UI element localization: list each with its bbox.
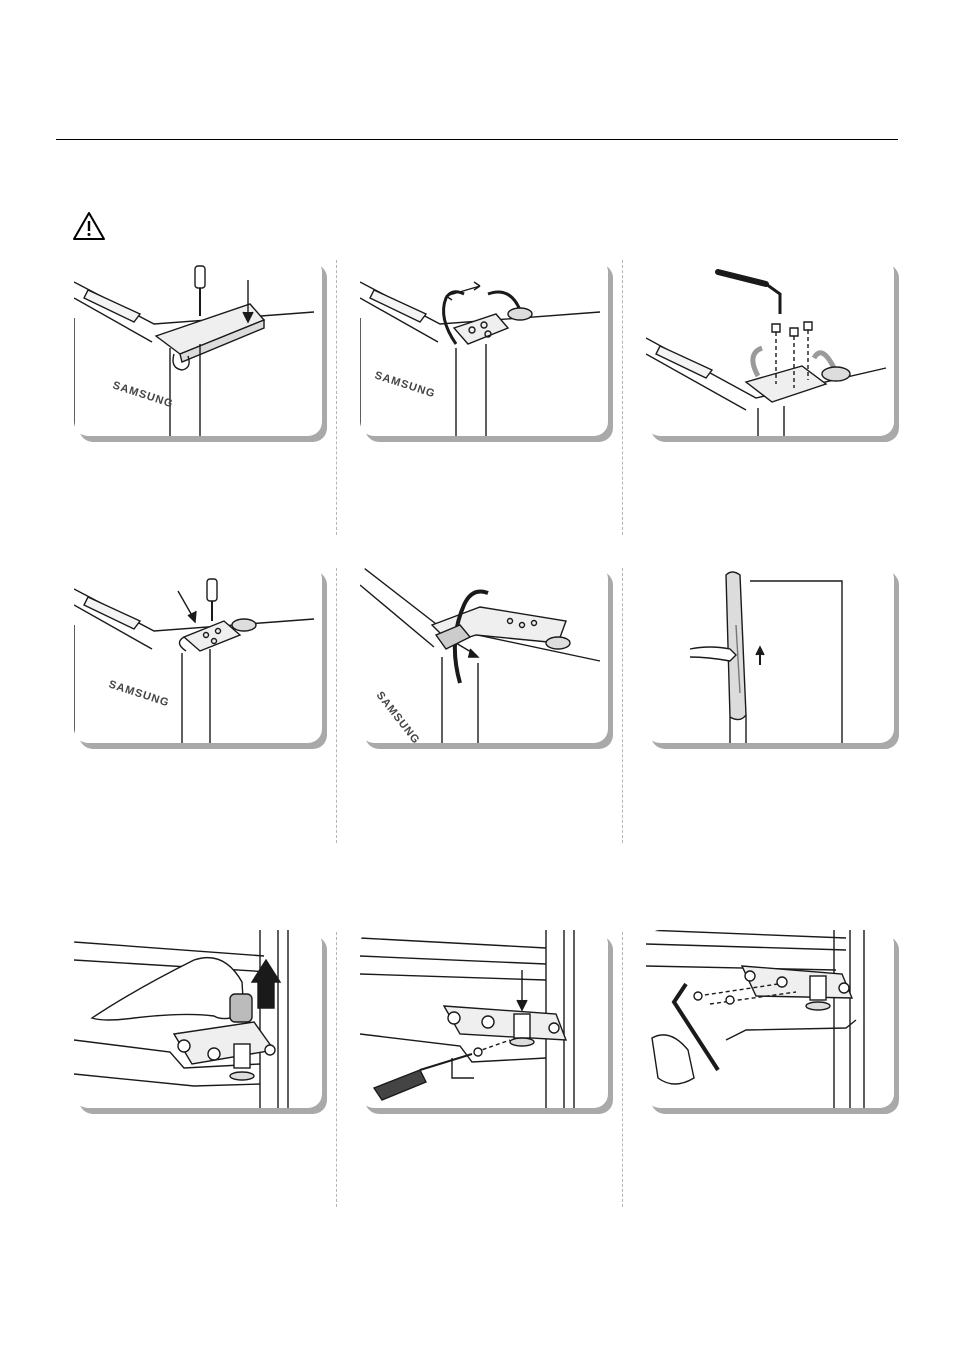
column-separator (336, 260, 337, 535)
column-separator (336, 568, 337, 843)
brand-label: SAMSUNG (111, 379, 175, 410)
step-5-lift-upper-hinge: SAMSUNG (360, 565, 608, 743)
step-6-lift-door-off (646, 565, 894, 743)
column-separator (336, 932, 337, 1207)
brand-label: SAMSUNG (107, 678, 171, 709)
brand-label: SAMSUNG (374, 689, 422, 743)
brand-label: SAMSUNG (373, 369, 437, 400)
step-1-remove-hinge-cover: SAMSUNG (74, 258, 322, 436)
header-rule (56, 139, 898, 140)
warning-triangle-icon (72, 211, 106, 241)
column-separator (622, 568, 623, 843)
column-separator (622, 260, 623, 535)
step-4-remove-ground-screw: SAMSUNG (74, 565, 322, 743)
step-7-remove-hinge-pin-cap (74, 930, 322, 1108)
step-3-unscrew-hinge-bolts (646, 258, 894, 436)
step-9-remove-hinge-with-allen-wrench (646, 930, 894, 1108)
step-8-remove-lower-hinge-screw (360, 930, 608, 1108)
step-2-disconnect-wire-harness: SAMSUNG (360, 258, 608, 436)
column-separator (622, 932, 623, 1207)
